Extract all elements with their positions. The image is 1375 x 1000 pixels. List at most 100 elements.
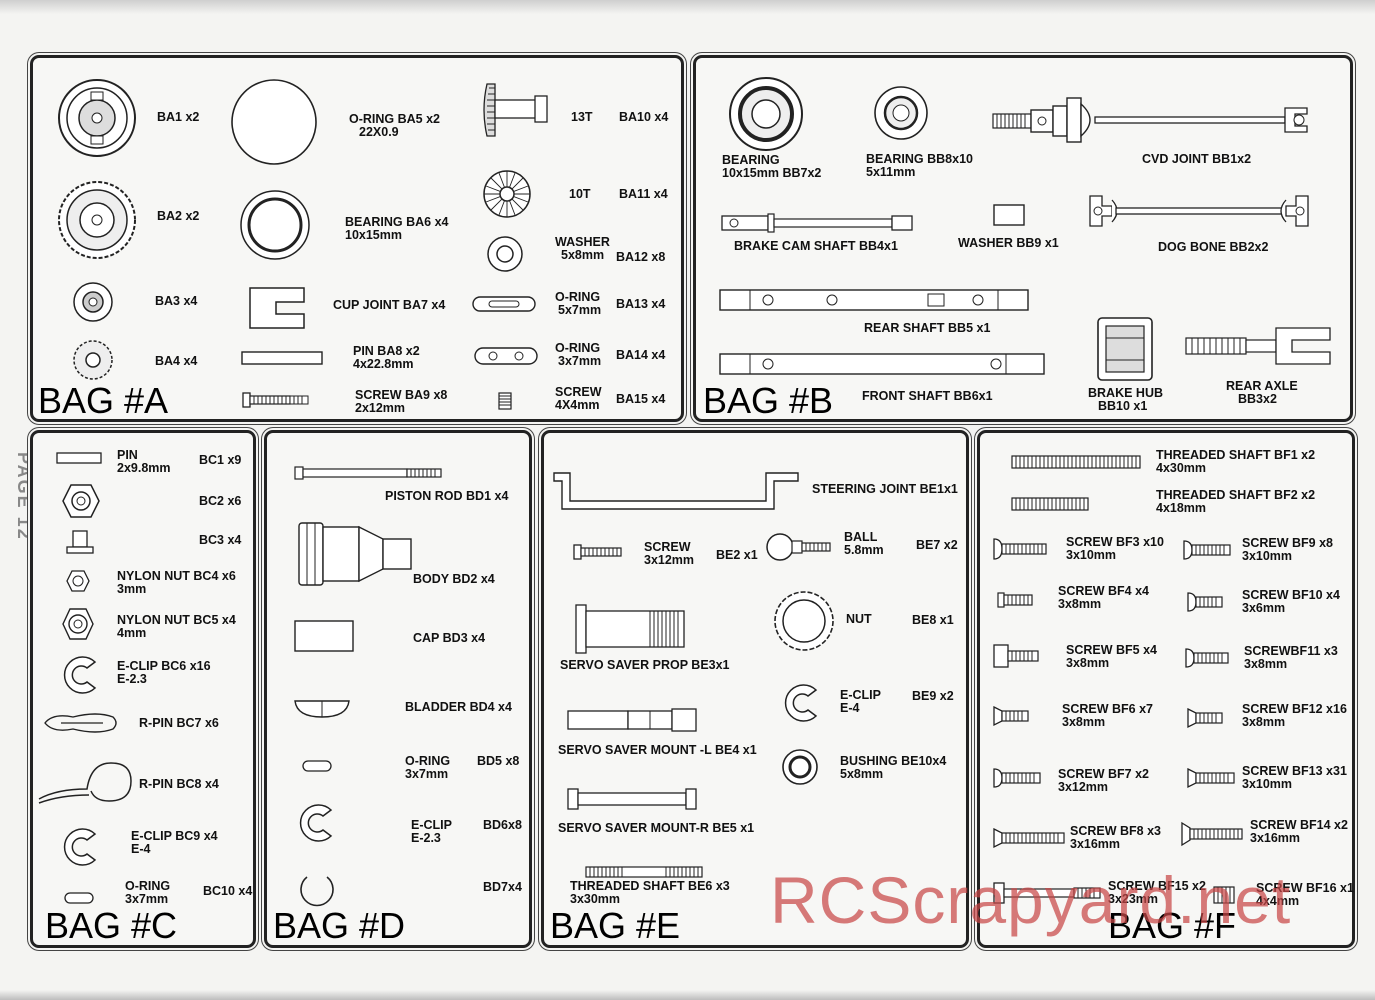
screw-bf8-icon bbox=[993, 827, 1065, 849]
bb9-label: WASHER BB9 x1 bbox=[958, 236, 1059, 250]
washer-bb9-icon bbox=[993, 204, 1025, 226]
eclip-be9-icon bbox=[784, 684, 817, 722]
bd3-label: CAP BD3 x4 bbox=[413, 631, 486, 645]
bag-e-title: BAG #E bbox=[550, 905, 681, 946]
bushing-bc3-icon bbox=[66, 530, 94, 554]
screw-bf3-icon bbox=[993, 538, 1047, 560]
pin-ba8-icon bbox=[241, 351, 323, 365]
gear-ba2-icon bbox=[58, 181, 136, 259]
screw-bf14-icon bbox=[1181, 821, 1243, 847]
bc10-label: BC10 x4 bbox=[203, 884, 253, 898]
screw-be2-icon bbox=[573, 544, 622, 560]
screw-bf4-icon bbox=[997, 592, 1033, 608]
be3-label: SERVO SAVER PROP BE3x1 bbox=[560, 658, 730, 672]
oring-ba13-icon bbox=[472, 296, 536, 312]
bb2-label: DOG BONE BB2x2 bbox=[1158, 240, 1269, 254]
steering-joint-be1-icon bbox=[553, 472, 799, 510]
ba10-teeth-label: 13T bbox=[571, 110, 593, 124]
shock-body-bd2-icon bbox=[298, 522, 412, 586]
page-label: PAGE 12 bbox=[14, 452, 34, 541]
ba2-label: BA2 x2 bbox=[157, 209, 200, 223]
servo-saver-mount-r-be5-icon bbox=[567, 788, 697, 810]
bc8-label: R-PIN BC8 x4 bbox=[139, 777, 219, 791]
bag-d-title: BAG #D bbox=[273, 905, 406, 946]
brake-hub-bb10-icon bbox=[1097, 317, 1153, 381]
bag-c-title: BAG #C bbox=[45, 905, 178, 946]
bearing-bb7-icon bbox=[729, 77, 803, 151]
cvd-joint-bb1-icon bbox=[992, 97, 1308, 143]
bd7-label: BD7x4 bbox=[483, 880, 522, 894]
bevel-gear-ba10-icon bbox=[483, 83, 548, 137]
bag-b-title: BAG #B bbox=[703, 380, 834, 421]
ba1-label: BA1 x2 bbox=[157, 110, 200, 124]
r-pin-bc7-icon bbox=[44, 713, 117, 733]
be8-label: BE8 x1 bbox=[912, 613, 954, 627]
screw-bf9-icon bbox=[1183, 540, 1231, 560]
be7-label: BE7 x2 bbox=[916, 538, 958, 552]
bb6-label: FRONT SHAFT BB6x1 bbox=[862, 389, 993, 403]
threaded-shaft-be6-icon bbox=[585, 866, 703, 878]
bc3-label: BC3 x4 bbox=[199, 533, 242, 547]
clip-ring-bd7-icon bbox=[300, 876, 334, 907]
bag-d-panel: PISTON ROD BD1 x4 BODY BD2 x4 CAP BD3 x4… bbox=[264, 430, 532, 948]
pin-bc1-icon bbox=[56, 452, 102, 464]
be2-label: BE2 x1 bbox=[716, 548, 758, 562]
screw-bf6-icon bbox=[993, 705, 1029, 727]
screw-bf5-icon bbox=[993, 644, 1039, 668]
bc1-label: BC1 x9 bbox=[199, 453, 242, 467]
bag-a-panel: BA1 x2 BA2 x2 BA3 x4 BA4 x4 O-RING BA5 x… bbox=[30, 55, 684, 422]
nut-be8-icon bbox=[774, 591, 834, 651]
be9-label: BE9 x2 bbox=[912, 689, 954, 703]
oring-bc10-icon bbox=[64, 892, 94, 904]
be5-label: SERVO SAVER MOUNT-R BE5 x1 bbox=[558, 821, 755, 835]
oring-ba5-icon bbox=[231, 79, 317, 165]
bd4-label: BLADDER BD4 x4 bbox=[405, 700, 512, 714]
screw-bf11-icon bbox=[1185, 648, 1229, 668]
screw-bf10-icon bbox=[1187, 592, 1223, 612]
bd2-label: BODY BD2 x4 bbox=[413, 572, 495, 586]
servo-saver-prop-be3-icon bbox=[575, 604, 685, 654]
spider-gear-ba11-icon bbox=[483, 170, 531, 218]
ba15-label: BA15 x4 bbox=[616, 392, 666, 406]
screw-bf15-icon bbox=[993, 882, 1101, 904]
ba13-label: BA13 x4 bbox=[616, 297, 666, 311]
ba3-label: BA3 x4 bbox=[155, 294, 198, 308]
ba14-label: BA14 x4 bbox=[616, 348, 666, 362]
screw-ba9-icon bbox=[242, 392, 309, 408]
dog-bone-bb2-icon bbox=[1089, 195, 1309, 227]
nylon-nut-bc5-icon bbox=[62, 608, 94, 640]
ba11-label: BA11 x4 bbox=[619, 187, 668, 201]
ball-be7-icon bbox=[766, 533, 831, 561]
bd6-label: BD6x8 bbox=[483, 818, 522, 832]
threaded-shaft-bf2-icon bbox=[1011, 497, 1089, 511]
